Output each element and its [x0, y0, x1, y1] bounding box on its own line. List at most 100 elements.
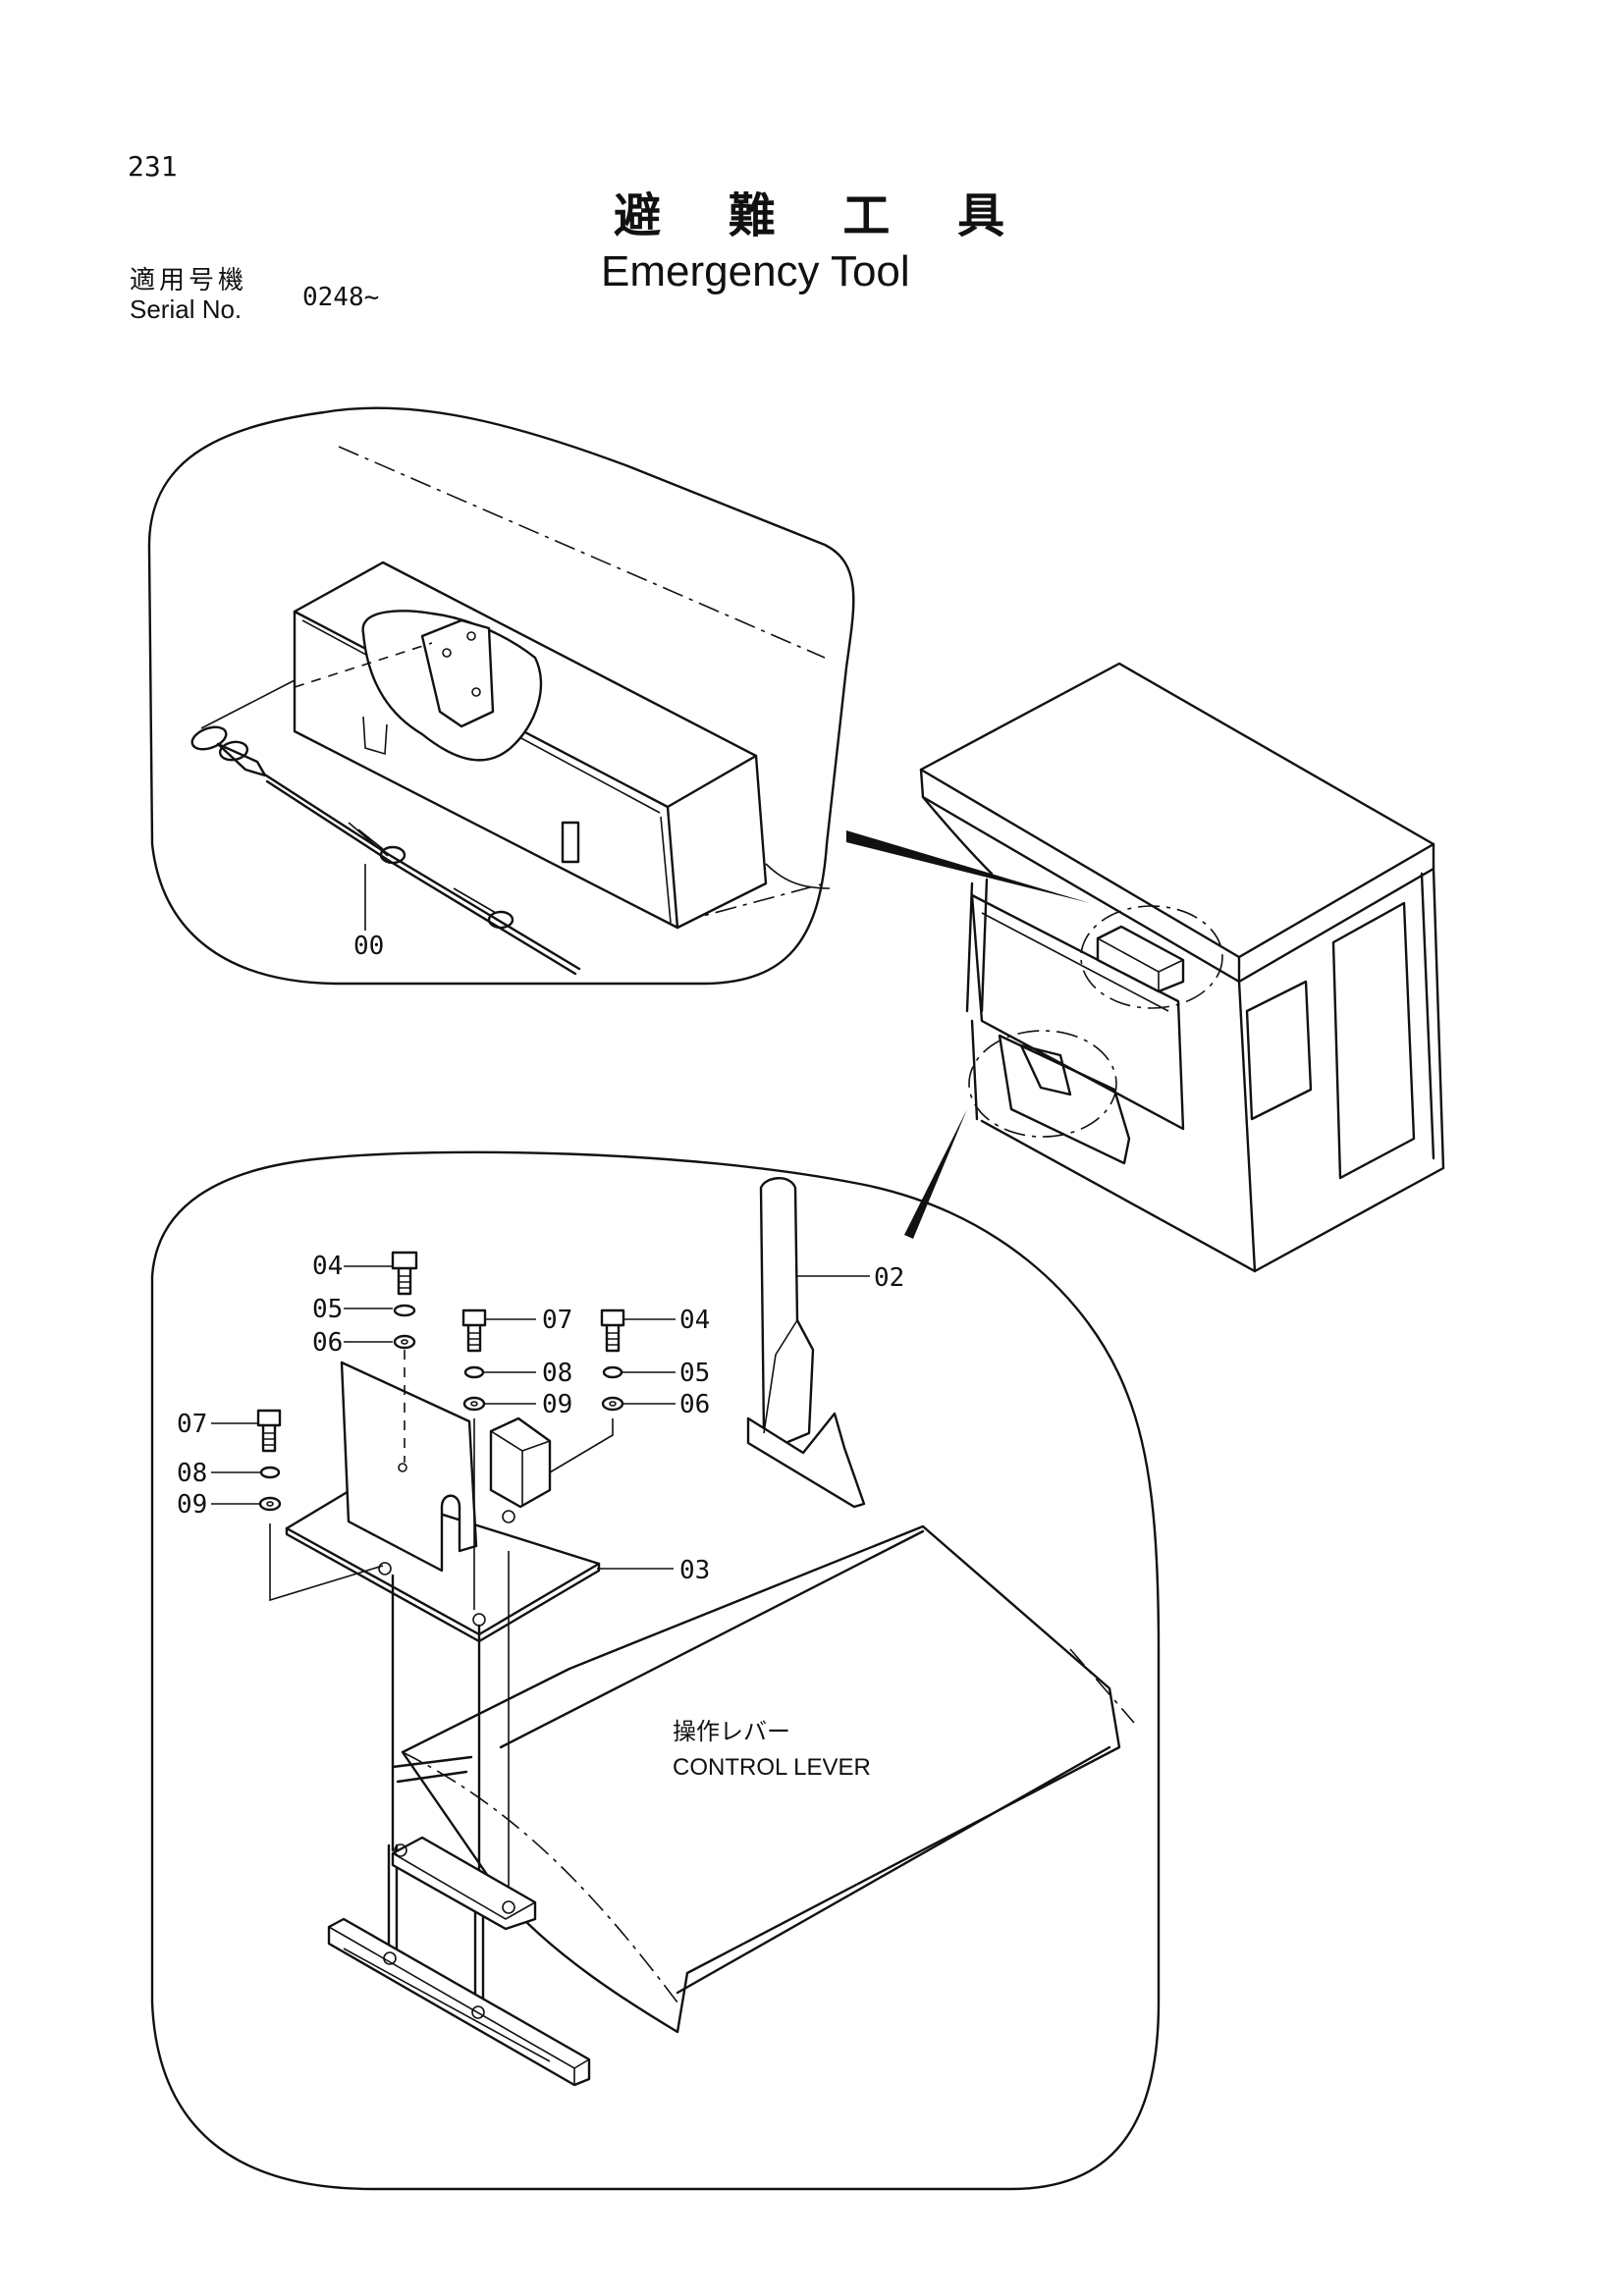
cab-console [998, 1034, 1131, 1165]
upright-plate [340, 1361, 478, 1573]
clamp-block-edge [490, 1430, 551, 1507]
callout-03: 03 [679, 1556, 710, 1585]
detail-circle-lever [968, 1030, 1117, 1138]
bolt-04-shank [605, 1323, 621, 1353]
cab-toolbox-small [1096, 925, 1185, 993]
floor-bracket [391, 1836, 537, 1931]
lower-detail-view: 操作レバー CONTROL LEVER 02 03 [150, 1150, 1161, 2191]
hammer-bracket [420, 618, 495, 728]
plate-hole [502, 1510, 515, 1523]
floor-hole [394, 1843, 407, 1857]
control-lever-label-en: CONTROL LEVER [673, 1754, 871, 1781]
cover-hidden-line [1069, 1648, 1135, 1724]
cab-window [1245, 980, 1313, 1121]
fastener-group-left [256, 1251, 418, 1602]
cab-toolbox-small-edge [1097, 937, 1184, 991]
spring-washer-08 [259, 1466, 281, 1479]
page-number: 231 [128, 150, 178, 183]
washer-09-hole [266, 1501, 274, 1507]
wall-edge-line [765, 863, 831, 889]
serial-number-value: 0248~ [302, 283, 380, 312]
washer-06-hole [609, 1401, 617, 1407]
bolt-07-head [461, 1308, 487, 1327]
lower-detail-border [150, 1150, 1161, 2191]
callout-02: 02 [874, 1263, 904, 1293]
bolt-07-thread [263, 1432, 275, 1446]
fastener-guide [269, 1523, 384, 1602]
cab-isometric-view [846, 662, 1445, 1273]
lever-stand-base [746, 1412, 866, 1509]
bolt-04-thread [607, 1332, 619, 1346]
callout-09-right: 09 [542, 1390, 572, 1419]
upper-detail-border [147, 406, 855, 986]
cab-front-frame-inner [981, 912, 1169, 1012]
bolt-07-shank [466, 1323, 482, 1353]
washer-06 [393, 1334, 416, 1350]
callout-04-left: 04 [312, 1252, 343, 1281]
bolt-04-head [391, 1251, 418, 1270]
tool-box-front-edge [666, 805, 679, 930]
bolt-07-head [256, 1409, 282, 1427]
lever-stand-post [759, 1177, 815, 1445]
cab-front-pillar [921, 795, 994, 876]
cab-roof-thickness [919, 768, 1241, 984]
serial-label-japanese: 適用号機 [130, 266, 248, 295]
washer-09 [462, 1396, 486, 1412]
wall-guide-line [338, 446, 826, 659]
cab-floor-edge [970, 1019, 979, 1121]
fastener-group-right [461, 1308, 625, 1610]
callout-05-left: 05 [312, 1295, 343, 1324]
hidden-line [294, 642, 433, 688]
serial-label-english: Serial No. [130, 294, 243, 324]
box-latch [561, 821, 580, 864]
cab-console-seat [1019, 1043, 1072, 1096]
floor-bracket-edge [392, 1852, 536, 1920]
callout-07-left: 07 [177, 1410, 207, 1439]
callout-07-right: 07 [542, 1306, 572, 1335]
floor-hole [471, 2005, 485, 2019]
bolt-04-shank [397, 1266, 412, 1296]
cord-grip [348, 822, 497, 914]
detail-circle-toolbox [1080, 905, 1223, 1009]
bolt-04-thread [399, 1275, 410, 1289]
bracket-flange [362, 716, 388, 756]
pointer-wedge-upper [846, 830, 1090, 903]
plate-hole [398, 1463, 407, 1472]
cab-base [980, 1119, 1257, 1273]
hammer-ring [190, 725, 228, 751]
callout-08-right: 08 [542, 1359, 572, 1388]
spring-washer-05 [393, 1304, 416, 1317]
tool-box-rim [660, 816, 672, 924]
bracket-hole [442, 648, 452, 658]
bolt-04-head [600, 1308, 625, 1327]
cab-pillar-left [965, 878, 989, 1013]
washer-09 [258, 1496, 282, 1512]
floor-hole [502, 1900, 515, 1914]
floor-channel-lip [343, 1948, 551, 2062]
upper-detail-view: 00 [147, 406, 855, 986]
callout-00: 00 [353, 932, 384, 961]
callout-09-left: 09 [177, 1490, 207, 1520]
callout-06-left: 06 [312, 1328, 343, 1358]
bolt-07-shank [261, 1423, 277, 1453]
cover-side-edge [676, 1745, 1111, 1995]
control-lever-label-jp: 操作レバー [673, 1719, 790, 1745]
cover-top-edge [499, 1529, 925, 1749]
strap [391, 1755, 473, 1784]
lever-stand-detail [763, 1319, 798, 1434]
hammer-cord [261, 772, 581, 971]
washer-09-hole [470, 1401, 478, 1407]
bolt-07-thread [468, 1332, 480, 1346]
clamp-block [489, 1416, 552, 1509]
callout-08-left: 08 [177, 1459, 207, 1488]
cord-clamp [487, 910, 514, 930]
pointer-wedge-lower [904, 1109, 967, 1239]
floor-channel-edge [328, 1926, 590, 2085]
fastener-guide [549, 1418, 614, 1473]
callout-06-right: 06 [679, 1390, 710, 1419]
cord-clamp [379, 845, 406, 865]
washer-06-hole [401, 1339, 408, 1345]
cab-rear-edge [1420, 872, 1435, 1160]
floor-hole [383, 1951, 397, 1965]
